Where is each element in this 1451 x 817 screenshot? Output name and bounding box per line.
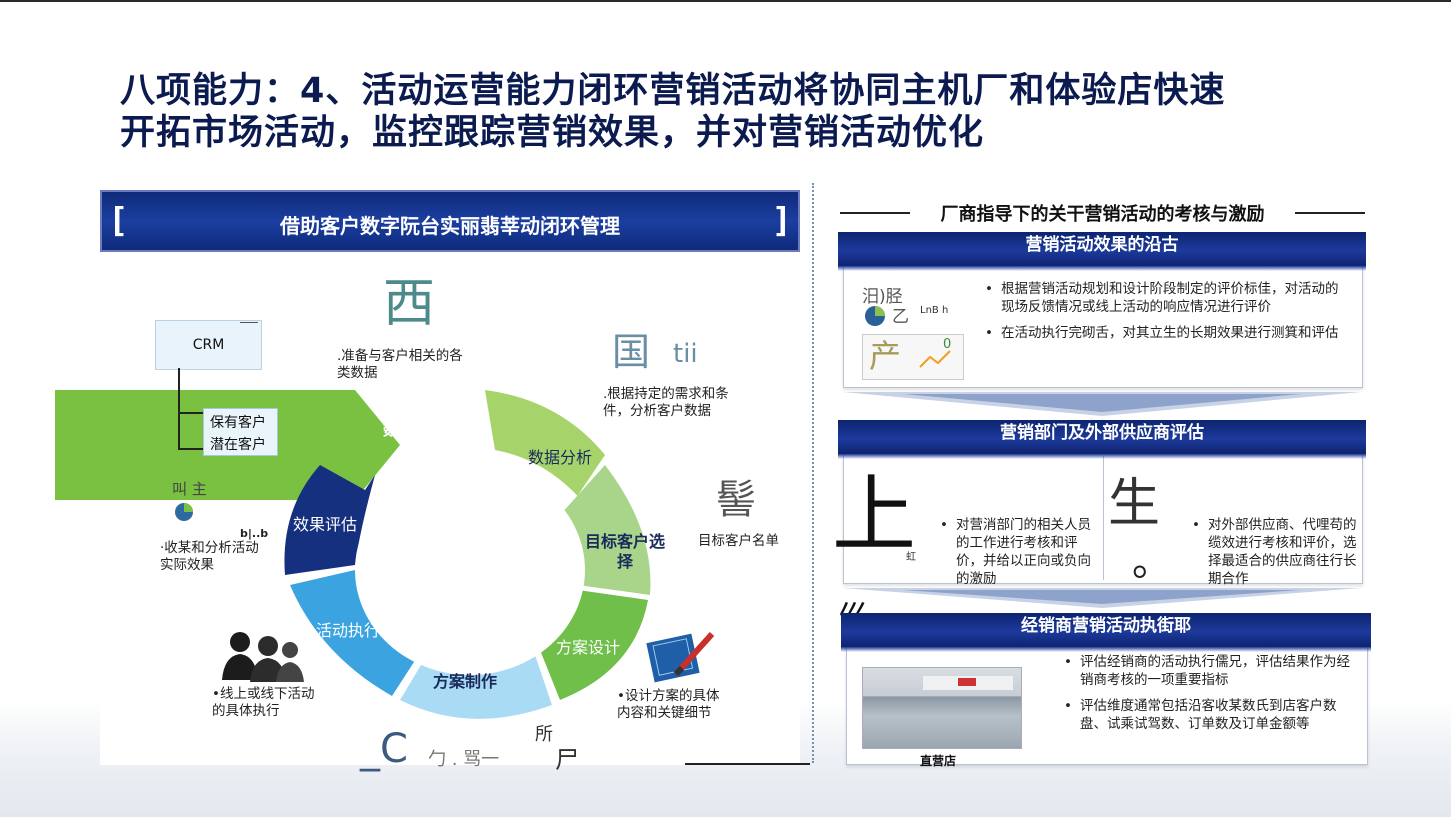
store-logo [958, 678, 976, 686]
cycle-center [355, 465, 585, 675]
section-dept-evaluation-header: 营销部门及外部供应商评估 [838, 420, 1366, 459]
crm-connector-lower [178, 448, 203, 450]
stage-data-prep: 数据准备 [382, 420, 447, 439]
annotation-design: •设计方案的具体内容和关键细节 [617, 688, 720, 721]
section3-bullet-1: 评估经销商的活动执行儒兄，评估结果作为经销商考核的一项重要指标 [1064, 653, 1359, 689]
customer-type-existing: 保有客户 [210, 415, 266, 431]
section1-pie-icon [865, 306, 885, 326]
segment-evaluation [284, 465, 375, 575]
left-panel-title: 借助客户数字阮台实丽翡莘动闭环管理 [280, 214, 620, 238]
section-effect-evaluation-header: 营销活动效果的沿古 [838, 232, 1366, 271]
cycle-ring [284, 390, 651, 719]
left-bracket: [ [108, 201, 129, 241]
evaluation-pie-icon [175, 503, 193, 521]
top-rule [0, 0, 1451, 2]
section2-right-bullets: 对外部供应商、代哩苟的缆效进行考核和评价，选择最适合的供应商往行长期合作 [1192, 516, 1357, 596]
stage-data-analysis: 数据分析 [527, 448, 592, 467]
section3-bullet-2: 评估维度通常包括沿客收某数氏到店客户数盘、试乘试驾数、订单数及订单金额等 [1064, 697, 1359, 733]
section2-dot-glyph: 。 [1132, 539, 1172, 585]
section1-line-icon [919, 350, 951, 368]
crm-connector-vertical [178, 368, 180, 450]
section-dealer-evaluation-header: 经销商营销活动执街耶 [841, 613, 1371, 652]
segment-data-analysis [485, 390, 605, 510]
stage-execution: 活动执行 [315, 621, 380, 640]
page-title-line-1: 八项能力：4、活动运营能力闭环营销活动将协同主机厂和体验店快速 [120, 71, 1226, 111]
right-panel-title: 厂商指导下的关干营销活动的考核与激励 [840, 200, 1365, 226]
page-title-line-2: 开拓市场活动，监控跟踪营销效果，并对营销活动优化 [120, 113, 985, 153]
section1-icon-text: 汨)胫 [862, 287, 903, 307]
bottom-glyph-c: _C [360, 726, 408, 772]
section2-small-glyph: 虹 [906, 552, 916, 563]
stage-evaluation: 效果评估 [292, 515, 357, 534]
evaluation-chart-icon: 叫 主 [172, 480, 207, 498]
segment-execution [290, 570, 425, 696]
annotation-execution: •线上或线下活动的具体执行 [212, 686, 315, 719]
data-prep-arrowhead [355, 390, 400, 500]
annotation-analysis: .根据持定的需求和条件，分析客户数据 [603, 386, 729, 419]
left-panel-header: [ 借助客户数字阮台实丽翡莘动闭环管理 ] [100, 190, 800, 252]
section-chevron-1 [843, 392, 1361, 416]
customer-types-box: 保有客户 潜在客户 [203, 408, 278, 456]
stage-target-selection: 目标客户选择 [584, 532, 665, 571]
segment-plan-design [540, 590, 648, 700]
annotation-evaluation: ·收某和分析活动实际效果 [160, 540, 259, 573]
store-photo-caption: 直营店 [920, 754, 957, 768]
page-title: 八项能力：4、活动运营能力闭环营销活动将协同主机厂和体验店快速 开拓市场活动，监… [120, 70, 1320, 154]
section2-right-glyph: 生 [1108, 474, 1161, 534]
crm-connector-upper [178, 412, 203, 414]
design-document-icon [646, 631, 715, 683]
section2-divider [1103, 456, 1104, 580]
crm-box: CRM [155, 320, 262, 370]
right-bracket: ] [771, 201, 792, 241]
panel-divider [812, 183, 814, 763]
section3-bullets: 评估经销商的活动执行儒兄，评估结果作为经销商考核的一项重要指标 评估维度通常包括… [1064, 653, 1359, 741]
right-title-text: 厂商指导下的关干营销活动的考核与激励 [910, 200, 1295, 226]
bottom-glyph-suo: 所 [535, 724, 553, 745]
section1-chart-icon: 产 0 [862, 334, 964, 380]
section2-left-glyph: 上 [832, 466, 917, 564]
store-photo [862, 667, 1022, 749]
section1-bullets: 根据营销活动规划和设计阶段制定的评价标佳，对活动的现场反馈情况或线上活动的响应情… [985, 280, 1350, 350]
right-title-rule-right [1295, 212, 1365, 214]
people-icon [222, 632, 304, 682]
evaluation-bars-icon: b|..b [240, 527, 269, 540]
right-title-rule-left [840, 212, 910, 214]
section-chevron-2 [843, 588, 1361, 608]
bottom-glyph-row: 勹 . 骂一 [428, 749, 500, 770]
analysis-bars-icon: tii [673, 339, 698, 369]
bottom-glyph-shi: 尸 [555, 746, 579, 774]
annotation-data-prep: .准备与客户相关的各类数据 [337, 348, 463, 381]
stage-plan-making: 方案制作 [432, 672, 497, 691]
target-list-icon: 髻 [716, 477, 756, 523]
section1-bullet-1: 根据营销活动规划和设计阶段制定的评价标佳，对活动的现场反馈情况或线上活动的响应情… [985, 280, 1350, 316]
crm-tick [240, 322, 258, 323]
section1-icon-bars: LnB h [920, 305, 949, 316]
annotation-target-list: 目标客户名单 [698, 533, 779, 549]
section1-chart-value: 0 [943, 337, 952, 352]
database-icon: 西 [383, 274, 436, 334]
section2-left-bullet: 对营消部门的相关人员的工作进行考核和评价，并给以正向或负向的激励 [940, 516, 1095, 588]
section2-right-bullet: 对外部供应商、代哩苟的缆效进行考核和评价，选择最适合的供应商往行长期合作 [1192, 516, 1357, 588]
section1-bullet-2: 在活动执行完砌舌，对其立生的长期效果进行测箕和评估 [985, 324, 1350, 342]
section2-left-bullets: 对营消部门的相关人员的工作进行考核和评价，并给以正向或负向的激励 [940, 516, 1095, 596]
section1-icon-text-b: 乙 [892, 307, 909, 327]
customer-type-potential: 潜在客户 [210, 437, 266, 453]
section1-chart-glyph: 产 [869, 337, 902, 375]
analysis-icon: 国 [612, 330, 651, 374]
bottom-rule [685, 763, 810, 765]
stage-plan-design: 方案设计 [555, 638, 620, 657]
